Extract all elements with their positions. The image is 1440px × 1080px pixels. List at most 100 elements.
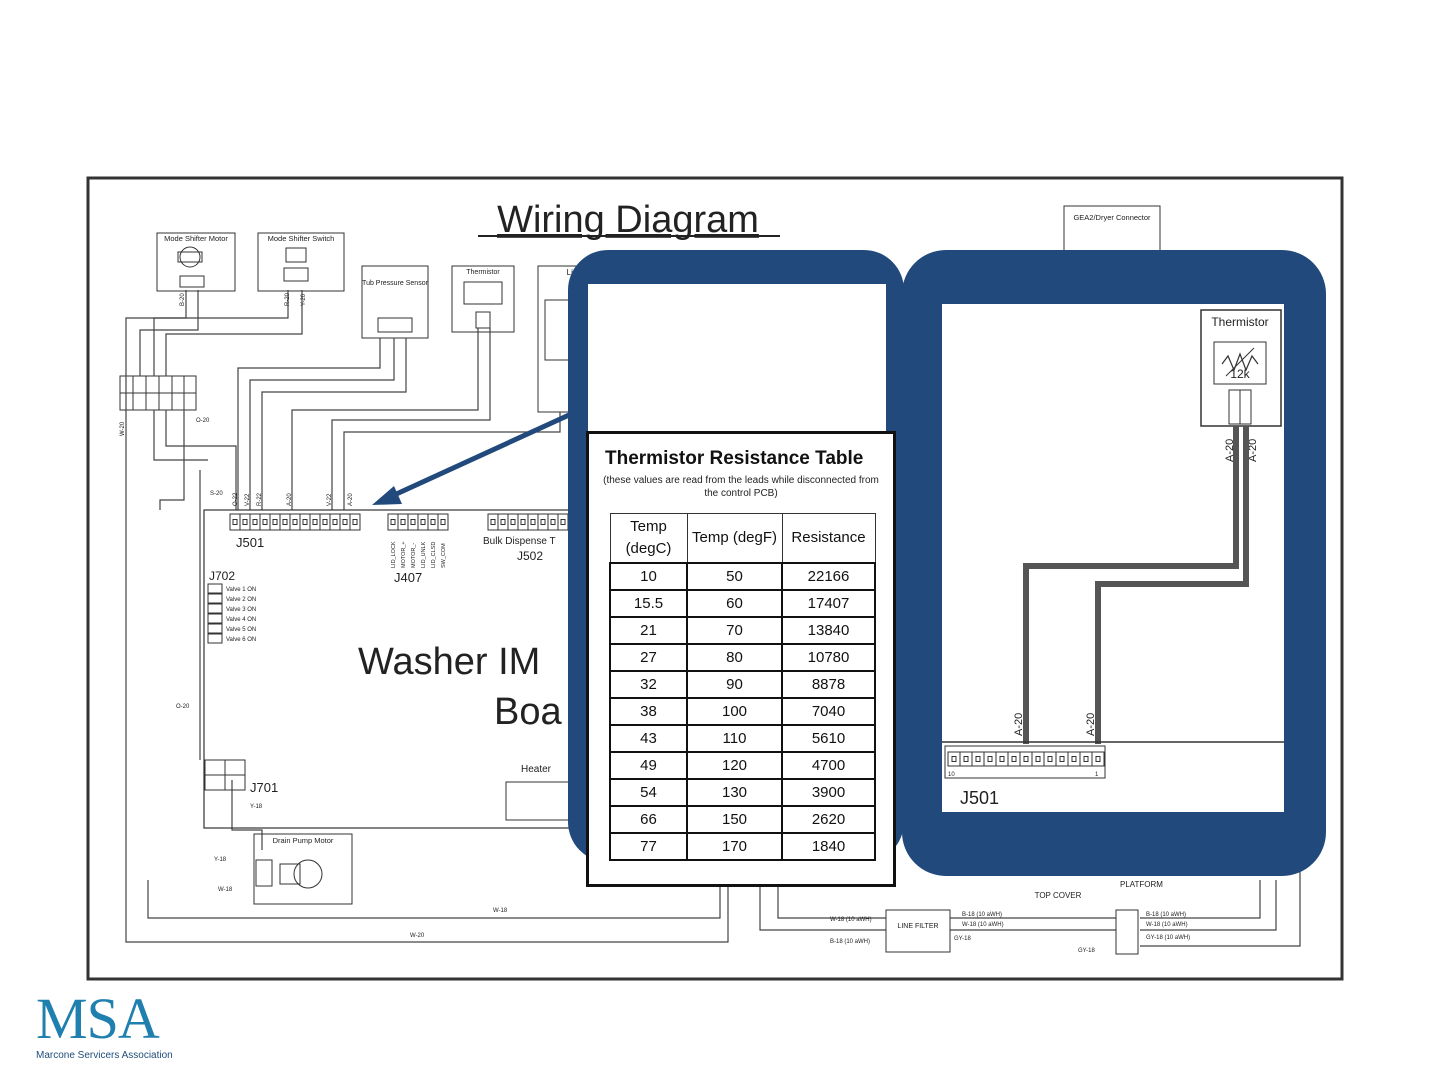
- j407-pin-socket: [430, 519, 436, 525]
- mode-shifter-switch-label: Mode Shifter Switch: [268, 234, 335, 243]
- detail-j501-label: J501: [960, 788, 999, 808]
- cell-temp-c: 21: [609, 616, 688, 645]
- cell-resistance: 2620: [781, 805, 876, 834]
- wire-label-w20-bottom: W-20: [410, 933, 425, 939]
- bulk-dispense-label: Bulk Dispense T: [483, 536, 556, 547]
- j501-pin-socket: [232, 519, 238, 525]
- cell-resistance: 13840: [781, 616, 876, 645]
- cell-temp-f: 50: [686, 562, 783, 591]
- detail-j501-pin: [1055, 751, 1069, 767]
- wire-label-y20: Y-20: [301, 293, 307, 306]
- j407-pin-label: MOTOR_+: [401, 541, 407, 568]
- valve-pin: [207, 593, 223, 604]
- detail-wires: [1023, 426, 1249, 744]
- detail-callout-inner: Thermistor 12k A-20 A-20 A-20 A-20 10 1 …: [942, 304, 1284, 812]
- detail-wire-label-bottom-left: A-20: [1013, 713, 1025, 736]
- cell-resistance: 22166: [781, 562, 876, 591]
- tub-pressure-sensor: Tub Pressure Sensor: [361, 265, 429, 339]
- detail-j501-pin-socket: [987, 756, 993, 762]
- wire-label-b18-far: B-18 (10 aWH): [1146, 912, 1186, 918]
- j501-pin-socket: [252, 519, 258, 525]
- wire-label-b18-right: B-18 (10 aWH): [962, 912, 1002, 918]
- valve-label: Valve 2 ON: [226, 597, 256, 603]
- valve-label: Valve 6 ON: [226, 637, 256, 643]
- j502-pin-socket: [540, 519, 546, 525]
- detail-callout-panel: Thermistor 12k A-20 A-20 A-20 A-20 10 1 …: [902, 250, 1326, 876]
- detail-resistor-body: [1213, 341, 1267, 385]
- valve-label: Valve 4 ON: [226, 617, 256, 623]
- table-title: Thermistor Resistance Table: [605, 448, 864, 469]
- j407-pin-label: SW_COM: [441, 543, 447, 568]
- wire-label-w18-10awh: W-18 (10 aWH): [830, 917, 872, 923]
- j407-pin-label: LID_UNLK: [421, 541, 427, 568]
- terminal-block-left: [119, 375, 197, 411]
- detail-j501-pin: [1079, 751, 1093, 767]
- j407-pin-label: MOTOR_-: [411, 543, 417, 568]
- drain-pump-motor: Drain Pump Motor: [253, 833, 353, 905]
- pointer-arrow-head: [372, 486, 402, 505]
- thermistor-resistance-table-card: Thermistor Resistance Table (these value…: [586, 431, 896, 887]
- detail-j501-pin-socket: [1023, 756, 1029, 762]
- cell-temp-c: 54: [609, 778, 688, 807]
- wire-label-o20-lower: O-20: [176, 704, 190, 710]
- detail-j501-pin: [971, 751, 985, 767]
- detail-j501-pin-socket: [1047, 756, 1053, 762]
- valve-label: Valve 3 ON: [226, 607, 256, 613]
- mode-shifter-switch: Mode Shifter Switch: [257, 232, 345, 292]
- j502-label: J502: [517, 549, 543, 563]
- detail-wire-label-bottom-right: A-20: [1085, 713, 1097, 736]
- header-temp-c: Temp(degC): [609, 513, 688, 564]
- detail-j501-pin-socket: [975, 756, 981, 762]
- cell-temp-f: 110: [686, 724, 783, 753]
- line-filter: LINE FILTER: [885, 909, 951, 953]
- wire-label-gy18-left: GY-18: [954, 936, 971, 942]
- cell-temp-c: 43: [609, 724, 688, 753]
- wire-label-b18-10awh: B-18 (10 aWH): [830, 939, 870, 945]
- j501-label: J501: [236, 535, 264, 550]
- mode-shifter-motor: Mode Shifter Motor: [156, 232, 236, 292]
- thermistor-component-label: Thermistor: [466, 269, 500, 276]
- cell-resistance: 3900: [781, 778, 876, 807]
- platform-label: PLATFORM: [1120, 880, 1163, 889]
- j501-pin-socket: [282, 519, 288, 525]
- j502-connector-pins: [487, 513, 569, 531]
- header-resistance: Resistance: [781, 513, 876, 564]
- detail-j501-pin-socket: [999, 756, 1005, 762]
- cell-temp-c: 15.5: [609, 589, 688, 618]
- detail-j501-pin-socket: [1083, 756, 1089, 762]
- j501-pin-socket: [242, 519, 248, 525]
- wire-label-w20: W-20: [120, 421, 126, 436]
- cell-resistance: 1840: [781, 832, 876, 861]
- j502-pin-socket: [550, 519, 556, 525]
- detail-j501-pin-socket: [1059, 756, 1065, 762]
- cell-resistance: 10780: [781, 643, 876, 672]
- wire-label-y18-pump: Y-18: [214, 857, 227, 863]
- thermistor-component: Thermistor: [451, 265, 515, 333]
- detail-pin-first: 10: [948, 772, 955, 778]
- detail-resistor-value: 12k: [1230, 367, 1250, 381]
- j502-pin-socket: [490, 519, 496, 525]
- detail-j501-pin: [947, 751, 961, 767]
- j502-pin-socket: [500, 519, 506, 525]
- detail-j501-pin-socket: [1095, 756, 1101, 762]
- j501-pin-socket: [292, 519, 298, 525]
- board-label-line2: Boa: [494, 691, 562, 733]
- msa-logo-subtitle: Marcone Servicers Association: [36, 1050, 173, 1061]
- detail-j501-pin: [983, 751, 997, 767]
- valve-pin: [207, 623, 223, 634]
- header-temp-f: Temp (degF): [686, 513, 783, 564]
- j501-pin-socket: [332, 519, 338, 525]
- detail-thermistor-box: [1200, 309, 1282, 427]
- cell-resistance: 4700: [781, 751, 876, 780]
- j502-pin-socket: [560, 519, 566, 525]
- detail-zoom: Thermistor 12k A-20 A-20 A-20 A-20 10 1 …: [942, 309, 1284, 808]
- cell-resistance: 5610: [781, 724, 876, 753]
- wire-label-a20-j501: A-20: [287, 493, 293, 506]
